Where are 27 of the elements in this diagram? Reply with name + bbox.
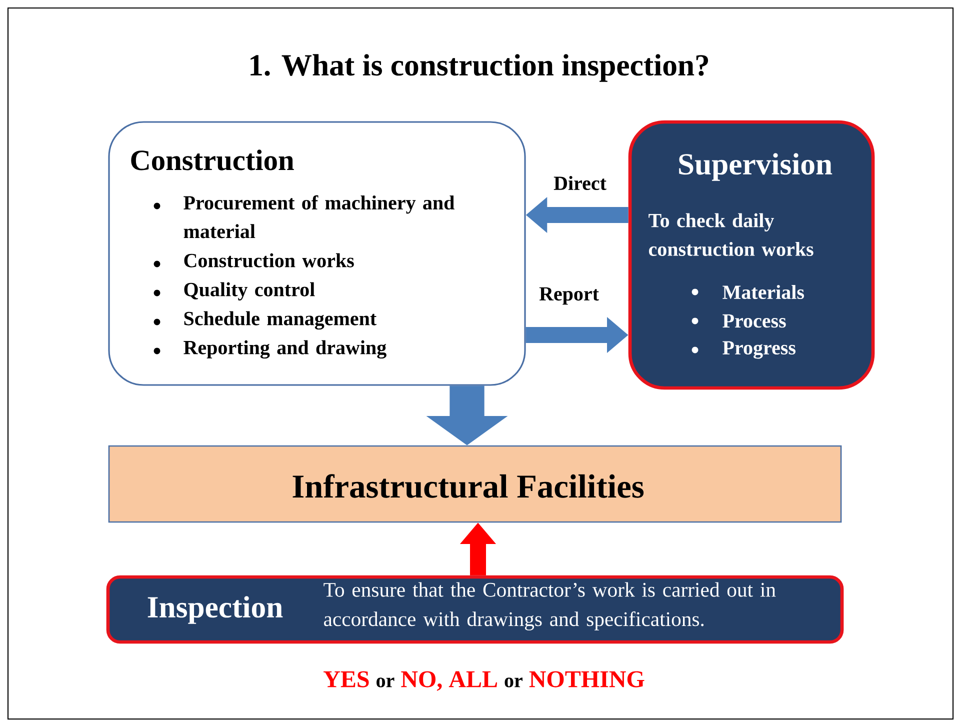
box-heading: Construction: [131, 150, 294, 170]
label: NO, ALL: [401, 671, 498, 691]
verdict-line: YES or NO, ALL or NOTHING: [324, 671, 644, 691]
supervision-box: [628, 120, 875, 390]
label: NOTHING: [529, 671, 644, 688]
process-box: [108, 121, 526, 386]
band-label: Infrastructural Facilities: [292, 474, 644, 498]
box-heading: Inspection: [148, 596, 283, 624]
edge-label: Direct: [552, 174, 608, 192]
list-item: Process: [722, 314, 786, 328]
box-text: To ensure that the Contractor’s work is carried out in accordance with drawings and specifications.: [324, 582, 776, 630]
edge-label: Report: [538, 286, 600, 306]
label: or: [504, 678, 522, 688]
list-item: Progress: [722, 341, 796, 359]
list-item: Construction works: [184, 253, 354, 268]
box-text: To check daily construction works: [648, 213, 814, 256]
list-item: Schedule management: [184, 311, 376, 330]
box-heading: Supervision: [679, 153, 832, 181]
list-item: Procurement of machinery and material: [184, 195, 454, 238]
list-item: Quality control: [184, 282, 315, 300]
label: or: [376, 678, 394, 688]
list-item: Materials: [722, 284, 804, 300]
facilities-band: [108, 445, 842, 523]
title: 1. What is construction inspection?: [250, 54, 708, 82]
inspection-box: [106, 575, 844, 644]
list-item: Reporting and drawing: [184, 340, 386, 359]
label: YES: [324, 671, 369, 688]
